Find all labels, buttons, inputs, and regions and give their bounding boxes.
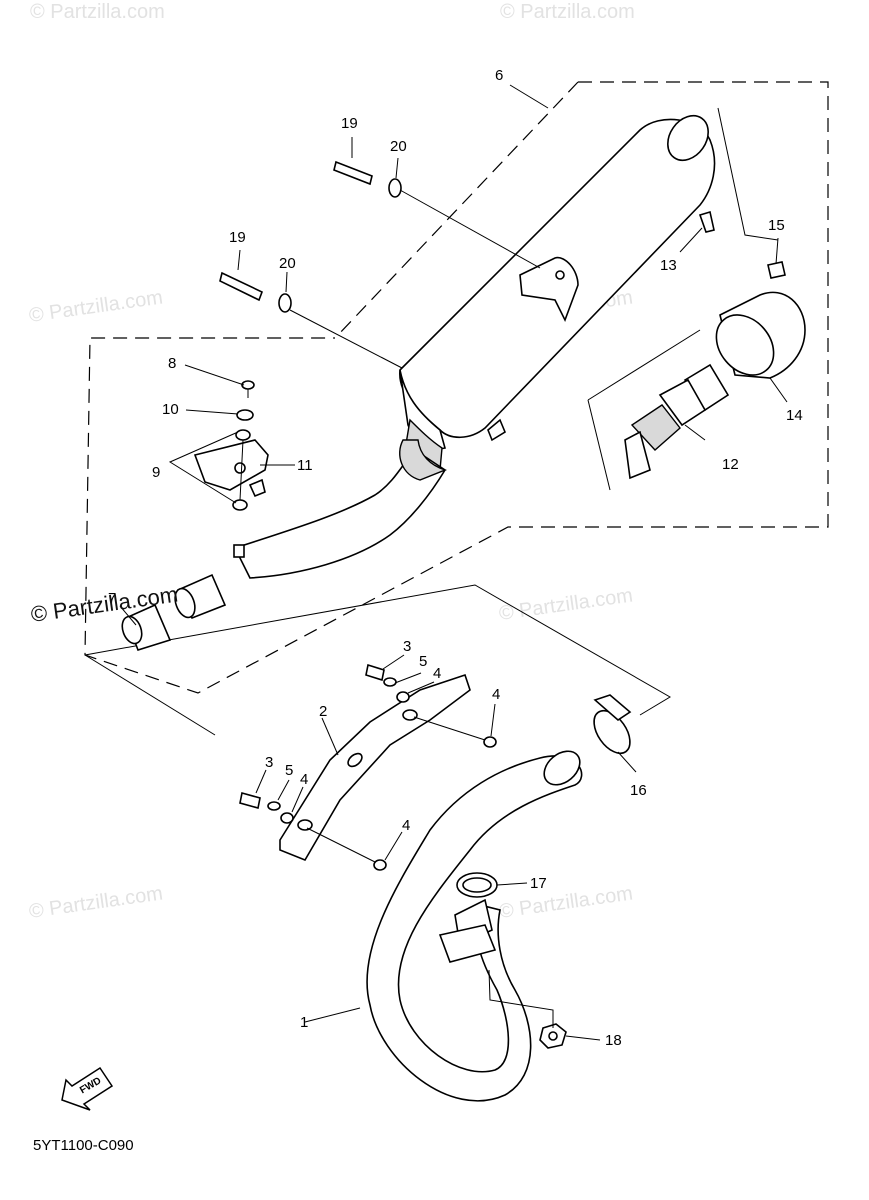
callout-19: 19 — [229, 229, 246, 246]
muffler-part-6 — [399, 114, 716, 471]
callout-17: 17 — [530, 875, 547, 892]
flange — [438, 924, 497, 963]
callout-2: 2 — [319, 703, 327, 720]
link-pipe — [233, 439, 448, 579]
callout-4: 4 — [492, 686, 500, 703]
muffler-assembly-boundary — [337, 81, 579, 336]
leader-line — [413, 716, 486, 741]
assembly-boundaries — [84, 81, 829, 736]
leader-line — [399, 189, 541, 269]
callout-10: 10 — [162, 401, 179, 418]
callout-7: 7 — [108, 590, 116, 607]
watermark: © Partzilla.com — [28, 286, 165, 327]
callout-6: 6 — [495, 67, 503, 84]
bolt-part-15 — [767, 261, 786, 279]
fwd-arrow-icon: FWD — [61, 1066, 114, 1111]
tail-assembly-outline — [717, 107, 779, 241]
bracket-assembly-outline — [84, 654, 216, 736]
bolt-part-19 — [219, 160, 373, 302]
callout-19: 19 — [341, 115, 358, 132]
callout-18: 18 — [605, 1032, 622, 1049]
washer-part-20 — [278, 178, 402, 313]
gasket-part-7 — [121, 573, 227, 651]
diagram-code: 5YT1100-C090 — [33, 1137, 134, 1154]
callout-15: 15 — [768, 217, 785, 234]
callout-14: 14 — [786, 407, 803, 424]
callout-20: 20 — [390, 138, 407, 155]
callout-20: 20 — [279, 255, 296, 272]
leader-line — [306, 827, 376, 863]
bracket-part-2 — [279, 673, 471, 861]
callout-5: 5 — [285, 762, 293, 779]
callout-8: 8 — [168, 355, 176, 372]
gasket-part-17 — [456, 872, 498, 898]
callout-3: 3 — [265, 754, 273, 771]
clamp-part-16 — [593, 694, 632, 755]
callout-16: 16 — [630, 782, 647, 799]
callout-11: 11 — [297, 457, 313, 474]
washer-part-5 — [267, 677, 397, 811]
callout-3: 3 — [403, 638, 411, 655]
callout-13: 13 — [660, 257, 677, 274]
bracket-assembly-outline — [84, 584, 671, 716]
end-cap-part-14 — [715, 291, 806, 379]
tail-assembly-outline — [587, 329, 701, 401]
spark-arrester-part-12 — [624, 363, 730, 480]
callout-4: 4 — [402, 817, 410, 834]
callout-1: 1 — [300, 1014, 308, 1031]
muffler-assembly-boundary — [84, 81, 829, 694]
collar-part-4 — [280, 691, 497, 871]
callout-4: 4 — [433, 665, 441, 682]
watermark: © Partzilla.com — [498, 882, 635, 923]
callout-12: 12 — [722, 456, 739, 473]
callout-9: 9 — [152, 464, 160, 481]
callout-labels: 1 2 3 3 4 4 4 4 5 5 6 7 8 9 10 11 12 13 … — [108, 67, 803, 1049]
bracket-part-11 — [193, 380, 269, 558]
tail-assembly-outline — [587, 399, 611, 491]
callout-5: 5 — [419, 653, 427, 670]
callout-4: 4 — [300, 771, 308, 788]
bolt-part-3 — [239, 663, 385, 810]
leader-line — [289, 309, 403, 369]
watermark: © Partzilla.com — [500, 1, 635, 23]
nut-part-18 — [539, 1023, 567, 1049]
watermark: © Partzilla.com — [30, 1, 165, 23]
watermark: © Partzilla.com — [498, 584, 635, 625]
watermark: © Partzilla.com — [28, 882, 165, 923]
bolt-part-13 — [698, 210, 715, 233]
leader-lines — [119, 84, 788, 1041]
